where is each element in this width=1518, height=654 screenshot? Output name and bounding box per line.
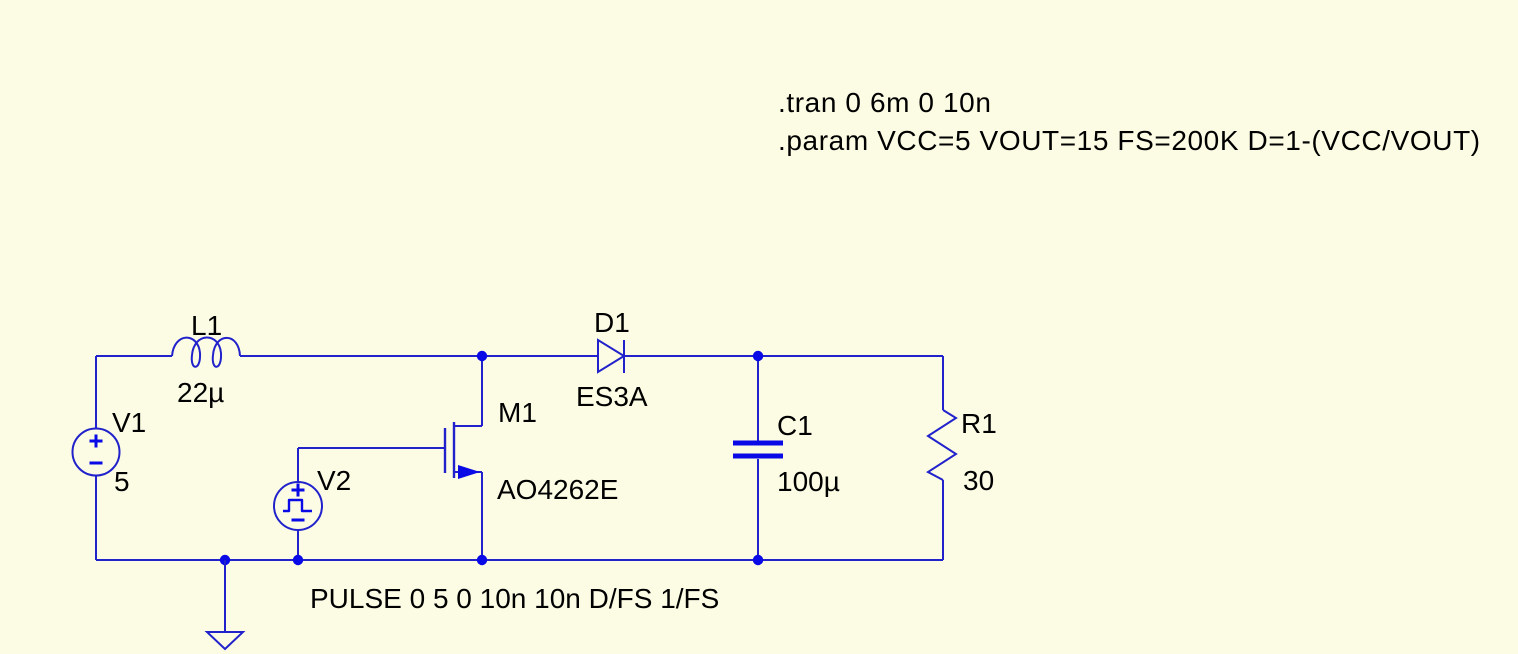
- wires: [95, 355, 944, 561]
- junction-dot: [752, 554, 764, 566]
- capacitor-c1[interactable]: C1 100µ: [733, 410, 840, 497]
- d1-triangle[interactable]: [597, 338, 626, 374]
- c1-value[interactable]: 100µ: [777, 466, 840, 497]
- m1-arrow-icon: [458, 465, 480, 479]
- pulse-source-v2[interactable]: V2 PULSE 0 5 0 10n 10n D/FS 1/FS: [273, 465, 719, 614]
- junction-dots: [219, 350, 764, 566]
- junction-dot: [476, 350, 488, 362]
- diode-d1[interactable]: D1 ES3A: [576, 307, 648, 412]
- m1-designator[interactable]: M1: [498, 397, 537, 428]
- inductor-l1[interactable]: L1 22µ: [171, 310, 241, 408]
- pulse-waveform-icon: [283, 498, 312, 513]
- l1-coil[interactable]: [171, 336, 241, 368]
- r1-designator[interactable]: R1: [961, 408, 997, 439]
- ground-symbol[interactable]: [204, 560, 246, 651]
- v2-circle[interactable]: [273, 481, 323, 531]
- v2-designator[interactable]: V2: [317, 465, 351, 496]
- c1-designator[interactable]: C1: [777, 410, 813, 441]
- junction-dot: [752, 350, 764, 362]
- ground-icon[interactable]: [204, 631, 246, 651]
- plus-icon: [89, 434, 103, 448]
- d1-designator[interactable]: D1: [594, 307, 630, 338]
- junction-dot: [476, 554, 488, 566]
- plus-icon: [291, 483, 305, 497]
- nmos-m1[interactable]: M1 AO4262E: [443, 397, 618, 505]
- r1-zigzag[interactable]: [926, 409, 958, 481]
- l1-designator[interactable]: L1: [191, 310, 222, 341]
- l1-value[interactable]: 22µ: [177, 377, 224, 408]
- r1-value[interactable]: 30: [963, 465, 994, 496]
- directive-param[interactable]: .param VCC=5 VOUT=15 FS=200K D=1-(VCC/VO…: [778, 125, 1481, 156]
- voltage-source-v1[interactable]: V1 5: [71, 407, 147, 497]
- v1-value[interactable]: 5: [114, 466, 130, 497]
- directive-tran[interactable]: .tran 0 6m 0 10n: [778, 87, 992, 118]
- junction-dot: [292, 554, 304, 566]
- d1-value[interactable]: ES3A: [576, 381, 648, 412]
- resistor-r1[interactable]: R1 30: [926, 408, 997, 496]
- v1-circle[interactable]: [71, 427, 121, 477]
- m1-value[interactable]: AO4262E: [497, 474, 618, 505]
- v1-designator[interactable]: V1: [112, 407, 146, 438]
- v2-value[interactable]: PULSE 0 5 0 10n 10n D/FS 1/FS: [310, 583, 719, 614]
